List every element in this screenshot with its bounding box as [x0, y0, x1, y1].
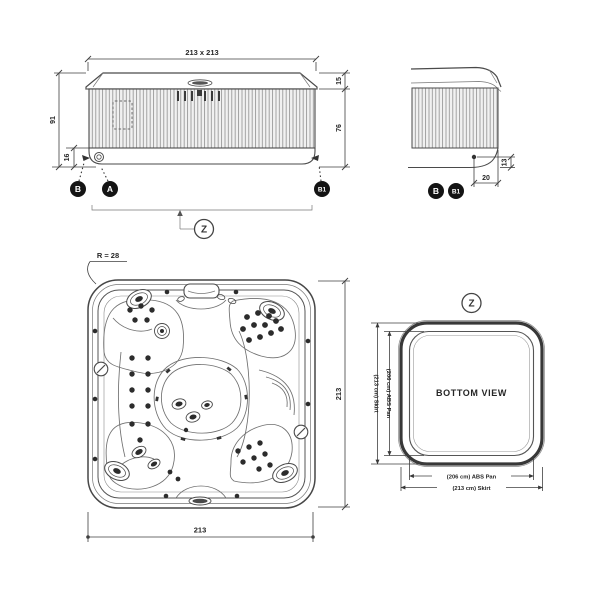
plan-dim-bottom-label: 213 — [194, 526, 207, 535]
corner-callout-b-label: B — [433, 186, 439, 196]
cabinet-skirt — [88, 88, 316, 149]
bottom-dim-pan-bottom-label: (206 cm) ABS Pan — [447, 474, 497, 480]
radius-callout: R = 28 — [87, 251, 127, 285]
dim-footprint-label: 213 x 213 — [185, 48, 218, 57]
bottom-view-title: BOTTOM VIEW — [436, 388, 507, 398]
dim-cover-height-label: 15 — [336, 77, 343, 85]
plan-dim-right-label: 213 — [334, 388, 343, 401]
callout-a: A — [100, 166, 118, 197]
front-view: 213 x 213 91 16 15 76 — [50, 48, 350, 240]
spa-cover — [85, 72, 318, 90]
vent-slots — [177, 90, 220, 101]
bottom-dim-skirt-left: (213 cm) Skirt — [371, 322, 428, 465]
bottom-shell: BOTTOM VIEW — [398, 320, 545, 467]
corner-callout-b1-label: B1 — [452, 189, 461, 196]
callout-a-label: A — [107, 184, 113, 194]
bottom-dim-pan-left-label: (206 cm) ABS Pan — [385, 369, 391, 419]
diverter-valve — [93, 361, 309, 440]
dim-corner-step-depth: 20 — [470, 150, 502, 187]
bottom-dim-skirt-left-label: (213 cm) Skirt — [373, 374, 379, 412]
ring-jets — [131, 293, 237, 470]
z-detail-marker: Z — [91, 205, 313, 240]
drain-fitting — [94, 152, 104, 162]
bottom-z-marker: Z — [461, 292, 482, 314]
bottom-dim-skirt-bottom-label: (213 cm) Skirt — [452, 486, 490, 492]
plan-view: R = 28 213 213 — [86, 251, 350, 542]
plan-interior — [92, 283, 311, 506]
dim-skirt-height-label: 76 — [336, 124, 343, 132]
dim-corner-step-height: 13 — [477, 153, 515, 171]
radius-label: R = 28 — [97, 251, 119, 260]
dim-cover-skirt-height: 15 76 — [319, 69, 350, 171]
dim-base-height-label: 16 — [64, 154, 71, 162]
plan-logo-badge — [188, 496, 212, 506]
dim-footprint: 213 x 213 — [84, 48, 320, 71]
callout-b1-label: B1 — [318, 187, 327, 194]
access-panel — [112, 100, 133, 130]
dim-total-height-label: 91 — [50, 116, 57, 124]
callout-b: B — [70, 155, 90, 197]
headrest-pillow — [183, 283, 220, 299]
corner-jet — [104, 289, 298, 483]
z-circle-icon — [193, 218, 215, 240]
bottom-dim-pan-left: (206 cm) ABS Pan — [384, 331, 424, 456]
bottom-dim-pan-bottom: (206 cm) ABS Pan — [409, 458, 534, 480]
dim-step-depth-label: 20 — [482, 175, 490, 182]
dim-base-height: 16 — [64, 144, 90, 171]
dim-step-height-label: 13 — [502, 159, 509, 167]
bottom-dim-skirt-bottom: (213 cm) Skirt — [400, 467, 543, 492]
pan-corner-point — [471, 154, 477, 160]
plan-dim-right: 213 — [318, 277, 350, 511]
callout-b1: B1 — [311, 155, 330, 197]
callout-b-arrow — [82, 155, 90, 161]
jet-clusters — [92, 289, 311, 499]
footwell-nubs — [155, 366, 248, 441]
callout-b1-arrow — [311, 155, 319, 161]
bottom-z-label: Z — [468, 299, 474, 310]
callout-b-label: B — [75, 184, 81, 194]
bottom-view: Z BOTTOM VIEW (213 cm) Skirt (206 cm) AB… — [371, 292, 545, 492]
corner-callout-b1: B1 — [448, 183, 464, 199]
z-marker-label: Z — [201, 225, 207, 236]
corner-callout-b: B — [428, 183, 444, 199]
corner-base — [408, 147, 499, 169]
lounge-pillow — [258, 369, 295, 416]
base-pan — [88, 148, 316, 165]
z-circle-icon — [461, 292, 482, 314]
plan-dim-bottom: 213 — [86, 512, 315, 542]
corner-skirt — [411, 87, 499, 149]
corner-detail-view: 13 20 B B1 — [408, 66, 515, 199]
